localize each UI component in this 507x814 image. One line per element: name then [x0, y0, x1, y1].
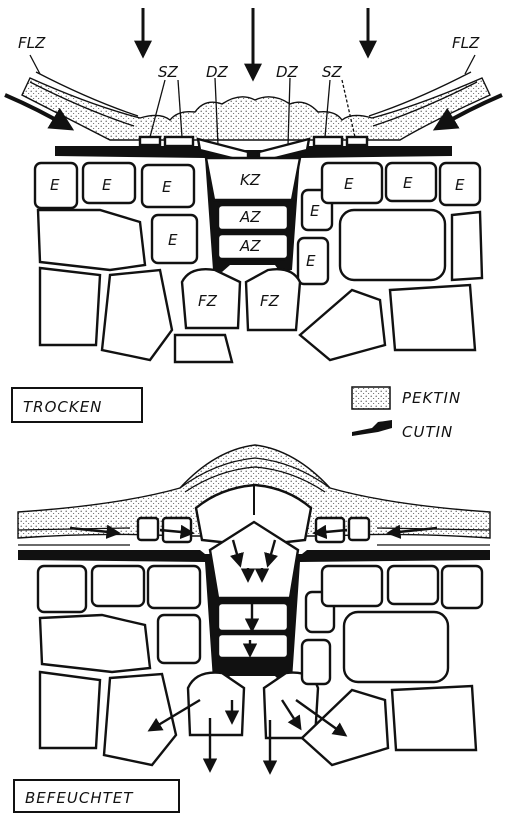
label-dz-right: DZ [276, 63, 299, 81]
legend-cutin-swatch [352, 420, 392, 436]
label-fz-right: FZ [260, 292, 280, 310]
legend-pektin-swatch [352, 387, 390, 409]
label-e: E [102, 176, 112, 194]
label-e: E [455, 176, 465, 194]
label-e: E [306, 252, 316, 270]
caption-befeuchtet: BEFEUCHTET [25, 789, 134, 807]
label-az-lower: AZ [239, 237, 261, 255]
label-sz-right: SZ [322, 63, 343, 81]
legend: PEKTIN CUTIN [352, 387, 461, 441]
legend-cutin-label: CUTIN [402, 423, 453, 441]
label-flz-left: FLZ [18, 34, 46, 52]
label-az-upper: AZ [239, 208, 261, 226]
label-e: E [403, 174, 413, 192]
label-e: E [50, 176, 60, 194]
label-fz-left: FZ [198, 292, 218, 310]
label-e: E [344, 175, 354, 193]
caption-trocken: TROCKEN [23, 398, 102, 416]
legend-pektin-label: PEKTIN [402, 389, 461, 407]
label-flz-right: FLZ [452, 34, 480, 52]
bottom-panel: BEFEUCHTET [14, 445, 490, 812]
label-dz-left: DZ [206, 63, 229, 81]
label-e: E [168, 231, 178, 249]
label-e: E [310, 202, 320, 220]
label-sz-left: SZ [158, 63, 179, 81]
top-panel: FLZ FLZ SZ DZ DZ SZ KZ AZ AZ FZ FZ E E E… [5, 8, 502, 422]
label-kz: KZ [240, 171, 261, 189]
label-e: E [162, 178, 172, 196]
